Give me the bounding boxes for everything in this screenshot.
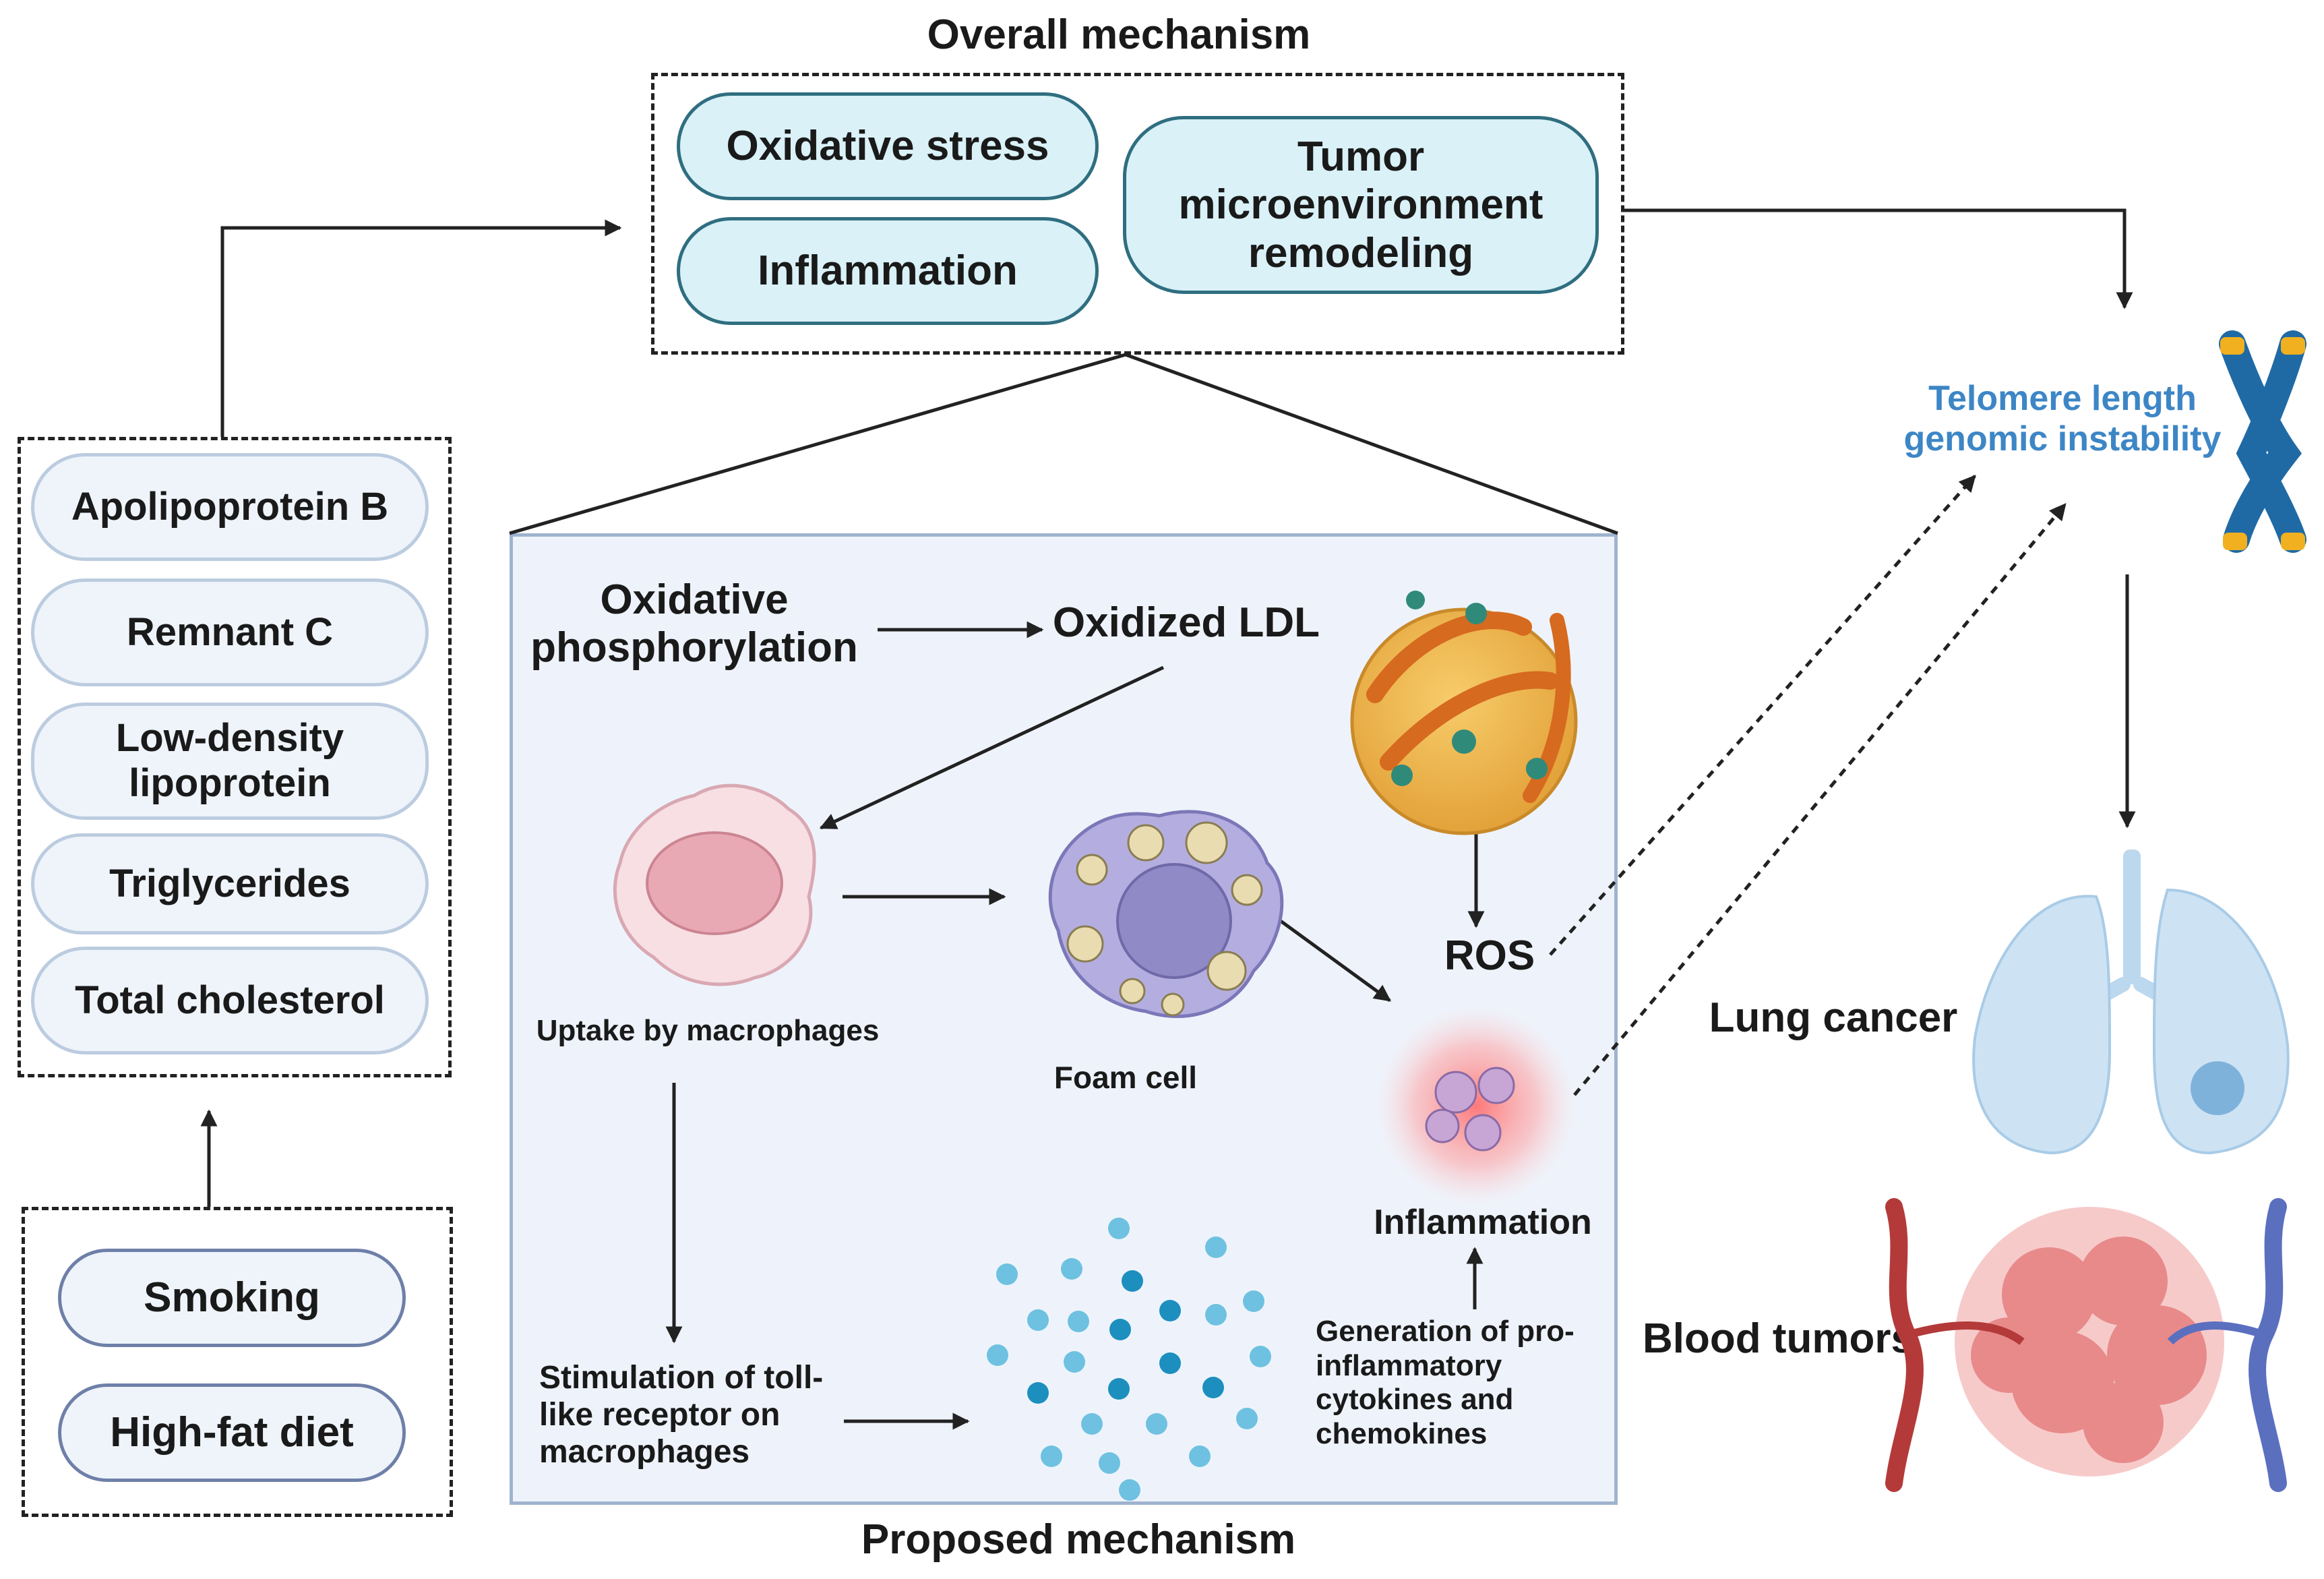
foam-cell-label: Foam cell (1053, 1060, 1198, 1095)
oxidative-stress-label: Oxidative stress (726, 123, 1049, 170)
lipid-pill-remnant-c: Remnant C (31, 578, 429, 686)
telomere-label: Telomere length genomic instability (1903, 379, 2222, 458)
arrow-lipids-to-overall (220, 219, 622, 437)
lipid-factors-box (18, 437, 452, 1077)
lipid-label-total-cholesterol: Total cholesterol (75, 978, 385, 1022)
smoking-label: Smoking (144, 1274, 320, 1321)
cytokine-dots-icon (987, 1218, 1271, 1501)
foam-cell-icon (1048, 810, 1284, 1018)
arrow-overall-to-telomere (1624, 208, 2133, 309)
oxidative-stress-pill: Oxidative stress (677, 92, 1099, 200)
lipid-label-triglycerides: Triglycerides (109, 861, 350, 905)
lung-cancer-label: Lung cancer (1709, 994, 1958, 1041)
overall-mechanism-title: Overall mechanism (927, 11, 1311, 58)
dotted-arrow-ros-to-telomere (1549, 475, 1976, 956)
ros-label: ROS (1444, 932, 1535, 979)
oxidized-ldl-particle-icon (1350, 591, 1578, 835)
oxidized-ldl-label: Oxidized LDL (1052, 599, 1320, 646)
lipid-pill-ldl: Low-density lipoprotein (31, 703, 429, 820)
lipid-label-apob: Apolipoprotein B (71, 484, 389, 529)
arrow-oxldl-to-macrophage (819, 665, 1165, 830)
lungs-icon (1972, 850, 2290, 1155)
lipid-pill-total-cholesterol: Total cholesterol (31, 947, 429, 1054)
lipid-label-ldl: Low-density lipoprotein (115, 716, 344, 805)
blood-tumor-icon (1885, 1198, 2287, 1492)
high-fat-diet-label: High-fat diet (110, 1409, 354, 1456)
oxphos-label: Oxidative phosphorylation (530, 576, 858, 672)
lipid-pill-apob: Apolipoprotein B (31, 453, 429, 561)
dotted-arrow-inflammation-to-telomere (1573, 503, 2067, 1096)
smoking-pill: Smoking (58, 1249, 406, 1347)
inflammation-mechanism-label: Inflammation (1374, 1203, 1592, 1242)
lipid-pill-triglycerides: Triglycerides (31, 833, 429, 934)
inflammation-pill: Inflammation (677, 217, 1099, 325)
inflammation-cells-icon (1375, 1005, 1577, 1207)
cytokines-label: Generation of pro-inflammatory cytokines… (1316, 1315, 1574, 1450)
uptake-by-macrophages-label: Uptake by macrophages (536, 1014, 880, 1047)
tme-remodeling-label: Tumor microenvironment remodeling (1178, 133, 1543, 276)
zoom-line-right (1125, 353, 1618, 535)
tlr-stimulation-label: Stimulation of toll-like receptor on mac… (539, 1360, 824, 1470)
inflammation-overall-label: Inflammation (758, 247, 1018, 295)
tme-remodeling-pill: Tumor microenvironment remodeling (1123, 116, 1599, 294)
arrow-foam-to-inflammation (1279, 919, 1392, 1003)
overall-mechanism-box (651, 73, 1624, 355)
blood-tumors-label: Blood tumors (1643, 1315, 1914, 1362)
risk-factors-box (22, 1207, 453, 1517)
zoom-line-left (509, 353, 1126, 535)
chromosome-icon (2219, 330, 2306, 553)
high-fat-diet-pill: High-fat diet (58, 1383, 406, 1482)
lipid-label-remnant-c: Remnant C (126, 609, 334, 654)
proposed-mechanism-title: Proposed mechanism (861, 1516, 1296, 1563)
macrophage-icon (613, 783, 816, 986)
